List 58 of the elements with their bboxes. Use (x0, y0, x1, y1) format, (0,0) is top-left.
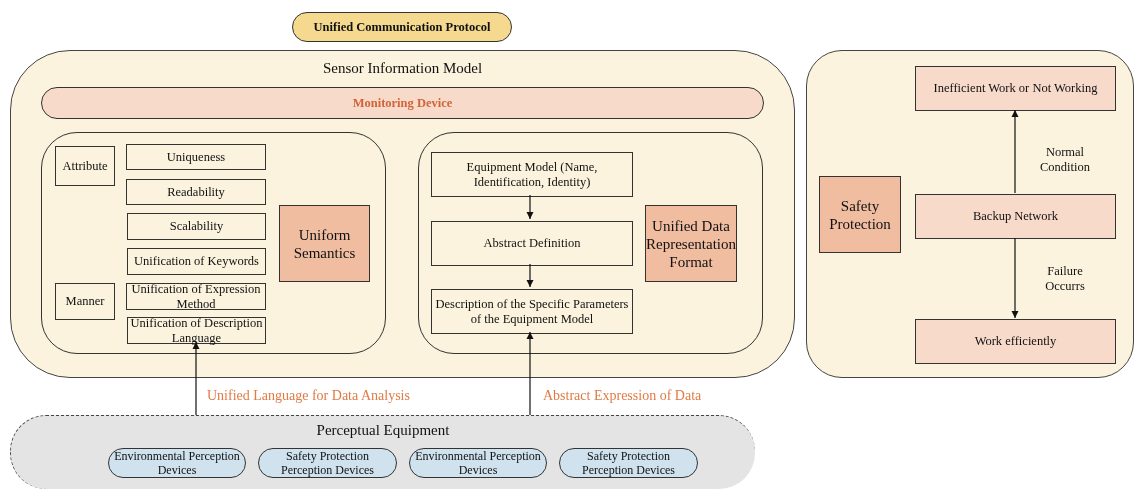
node-label: Unification of Keywords (134, 254, 259, 269)
state-box (915, 319, 1116, 364)
edge-label: Normal Condition (1039, 145, 1091, 175)
model-container (10, 50, 795, 378)
node-label: Uniform Semantics (292, 225, 357, 262)
device-pill (559, 448, 698, 478)
node-label: Unification of Description Language (129, 315, 264, 346)
node-label: Attribute (62, 158, 108, 174)
item-box (55, 146, 115, 186)
edge-label: Unified Language for Data Analysis (207, 388, 410, 405)
protocol-pill (292, 12, 512, 42)
node-label: Environmental Perception Devices (414, 448, 542, 478)
node-label: Unified Data Representation Format (646, 216, 736, 271)
node-label: Backup Network (972, 209, 1058, 224)
item-box (126, 179, 266, 205)
edge-label: Abstract Expression of Data (543, 388, 702, 405)
group-container (418, 132, 763, 354)
arrow (526, 331, 534, 416)
container-heading: Sensor Information Model (321, 59, 484, 77)
item-box (431, 289, 633, 334)
node-label: Unification of Expression Method (130, 281, 262, 312)
item-box (126, 144, 266, 170)
node-label: Unified Communication Protocol (313, 19, 491, 35)
node-label: Inefficient Work or Not Working (933, 81, 1098, 96)
node-label: Work efficiently (974, 334, 1057, 349)
node-label: Scalability (169, 219, 224, 234)
node-label: Description of the Specific Parameters of the Equipment Model (434, 296, 630, 327)
item-box (431, 221, 633, 266)
edge-label: Failure Occurrs (1044, 264, 1086, 294)
item-box (55, 283, 115, 320)
state-box (915, 194, 1116, 239)
node-label: Abstract Definition (483, 236, 581, 251)
arrow (1011, 237, 1019, 319)
device-band (41, 87, 764, 119)
item-box (431, 152, 633, 197)
container-heading: Perceptual Equipment (315, 421, 451, 439)
node-label: Readability (167, 184, 225, 200)
node-label: Uniqueness (166, 149, 226, 165)
category-box (279, 205, 370, 282)
node-label: Monitoring Device (352, 95, 453, 111)
category-box (819, 176, 901, 253)
group-container (41, 132, 386, 354)
arrow (192, 341, 200, 416)
node-label: Safety Protection Perception Devices (581, 448, 676, 478)
arrow (1011, 109, 1019, 194)
node-label: Safety Protection Perception Devices (280, 448, 375, 478)
device-pill (258, 448, 397, 478)
arrow (526, 194, 534, 220)
node-label: Environmental Perception Devices (113, 448, 241, 478)
arrow (526, 263, 534, 288)
item-box (127, 213, 266, 240)
category-box (645, 205, 737, 282)
item-box (127, 248, 266, 275)
node-label: Safety Protection (828, 196, 892, 233)
node-label: Equipment Model (Name, Identification, Identity) (465, 159, 599, 190)
safety-panel (806, 50, 1134, 378)
node-label: Manner (65, 294, 105, 309)
state-box (915, 66, 1116, 111)
